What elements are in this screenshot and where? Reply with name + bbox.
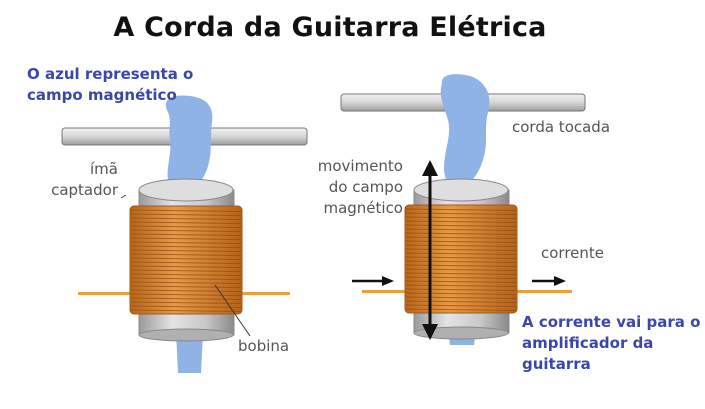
coil-winding <box>130 301 242 304</box>
coil-winding <box>405 240 517 243</box>
field-motion-arrowhead-up <box>422 160 438 176</box>
field-motion-arrowhead-down <box>422 324 438 340</box>
left-field-blob <box>165 95 213 194</box>
current-note-line1: A corrente vai para o <box>522 313 701 331</box>
coil-winding <box>130 209 242 212</box>
coil-winding <box>405 308 517 311</box>
left-coil-leader <box>214 284 251 337</box>
coil-winding <box>405 304 517 307</box>
left-pickup <box>61 95 308 373</box>
right-pickup <box>340 74 586 345</box>
right-field-blob <box>440 74 490 189</box>
coil-winding <box>130 225 242 228</box>
right-magnet-top <box>413 178 509 202</box>
coil-winding <box>405 296 517 299</box>
left-magnet-leader <box>120 194 127 199</box>
current-in-arrowhead <box>382 276 394 286</box>
coil-winding <box>130 293 242 296</box>
current-note: A corrente vai para o amplificador da gu… <box>522 312 700 375</box>
coil-winding <box>130 257 242 260</box>
left-field-bottom <box>176 332 203 373</box>
current-note-line3: guitarra <box>522 355 591 373</box>
coil-winding <box>130 309 242 312</box>
coil-winding <box>405 272 517 275</box>
coil-winding <box>405 216 517 219</box>
diagram-title: A Corda da Guitarra Elétrica <box>113 12 547 43</box>
coil-winding <box>130 297 242 300</box>
coil-winding <box>130 285 242 288</box>
coil-label: bobina <box>238 337 290 355</box>
right-magnet-bottom <box>413 326 509 340</box>
coil-winding <box>405 276 517 279</box>
left-magnet-bottom <box>138 328 234 342</box>
left-coil-windings <box>130 209 242 312</box>
field-note-line2: campo magnético <box>27 86 177 104</box>
coil-winding <box>405 292 517 295</box>
coil-winding <box>405 220 517 223</box>
coil-winding <box>130 265 242 268</box>
coil-winding <box>130 273 242 276</box>
coil-winding <box>405 208 517 211</box>
coil-winding <box>405 244 517 247</box>
coil-winding <box>405 232 517 235</box>
coil-winding <box>130 229 242 232</box>
coil-winding <box>130 249 242 252</box>
coil-winding <box>405 264 517 267</box>
field-motion-label-line2: do campo <box>328 178 403 196</box>
field-motion-label-line1: movimento <box>317 157 403 175</box>
left-magnet-top <box>138 178 234 202</box>
magnet-label: ímã captador <box>34 159 118 201</box>
field-note-line1: O azul representa o <box>27 65 194 83</box>
current-note-line2: amplificador da <box>522 334 654 352</box>
magnet-label-line2: captador <box>51 181 118 199</box>
coil-winding <box>130 269 242 272</box>
coil-winding <box>130 213 242 216</box>
coil-winding <box>130 253 242 256</box>
coil-winding <box>405 252 517 255</box>
coil-winding <box>405 256 517 259</box>
coil-winding <box>130 305 242 308</box>
right-coil-windings <box>405 208 517 311</box>
coil-winding <box>130 233 242 236</box>
coil-winding <box>405 248 517 251</box>
field-motion-label-line3: magnético <box>323 199 403 217</box>
field-note: O azul representa o campo magnético <box>27 64 193 106</box>
coil-winding <box>130 261 242 264</box>
magnet-label-line1: ímã <box>90 160 118 178</box>
coil-winding <box>405 212 517 215</box>
coil-winding <box>130 277 242 280</box>
field-motion-label: movimento do campo magnético <box>300 156 403 219</box>
coil-winding <box>405 236 517 239</box>
coil-winding <box>405 268 517 271</box>
coil-winding <box>405 284 517 287</box>
coil-winding <box>405 260 517 263</box>
plucked-string-label: corda tocada <box>512 118 611 136</box>
coil-winding <box>130 289 242 292</box>
coil-winding <box>405 288 517 291</box>
coil-winding <box>405 280 517 283</box>
coil-winding <box>405 224 517 227</box>
coil-winding <box>130 241 242 244</box>
current-label: corrente <box>541 244 605 262</box>
coil-winding <box>405 300 517 303</box>
coil-winding <box>130 221 242 224</box>
coil-winding <box>130 281 242 284</box>
coil-winding <box>130 245 242 248</box>
current-out-arrowhead <box>554 276 566 286</box>
coil-winding <box>405 228 517 231</box>
coil-winding <box>130 237 242 240</box>
coil-winding <box>130 217 242 220</box>
